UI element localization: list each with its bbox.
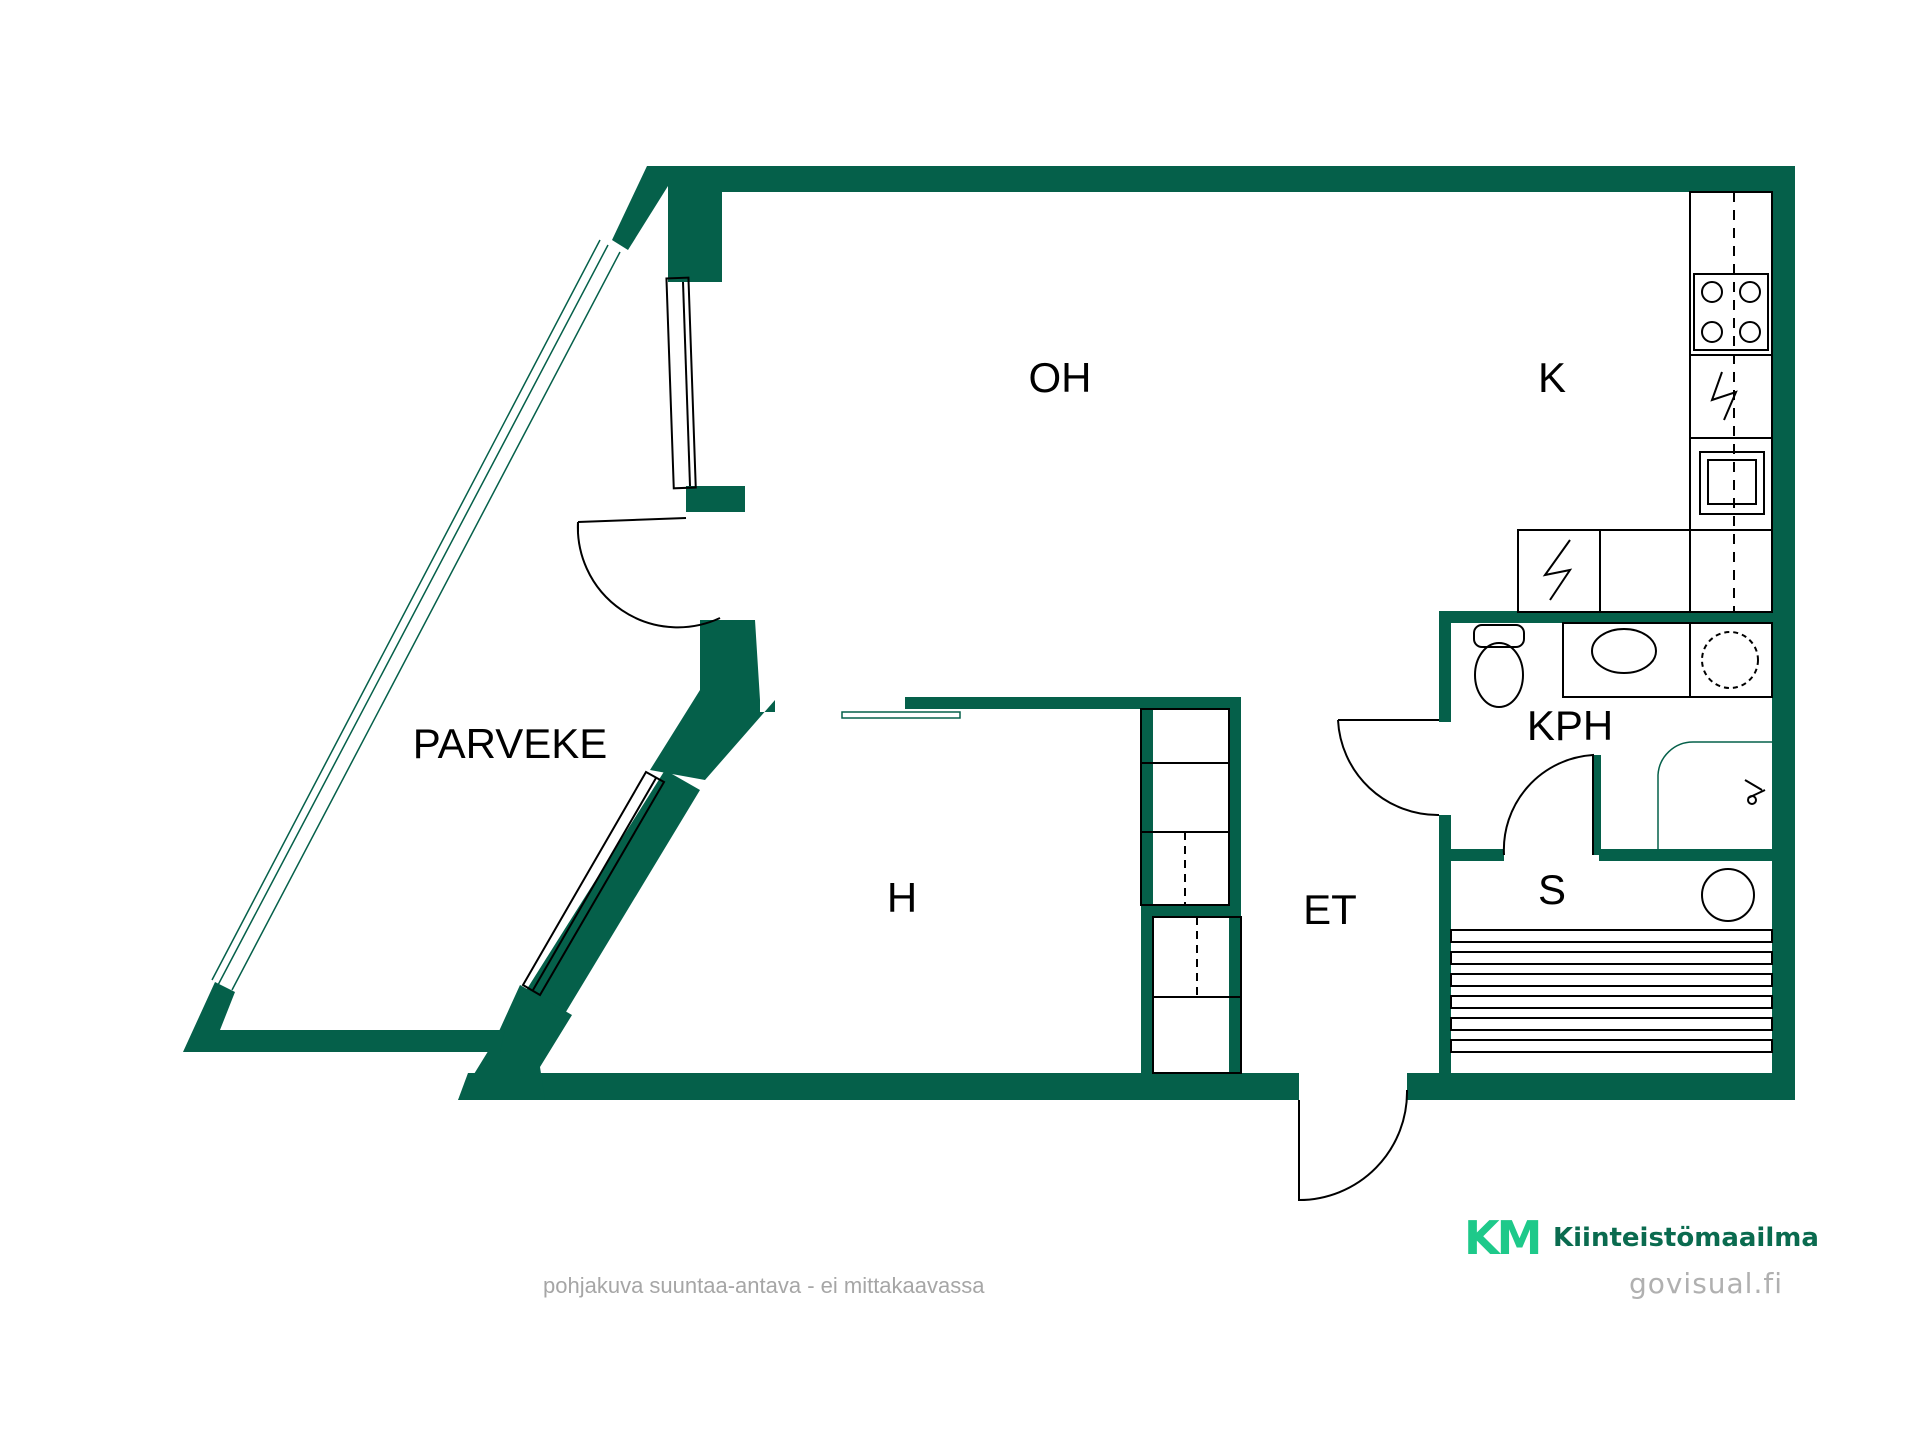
window-living-room-pane [682, 281, 691, 487]
fridge-lightning-icon [1542, 539, 1573, 601]
wall-corner-bottom [458, 985, 572, 1100]
exterior-walls [183, 166, 1795, 1100]
glazing-line-1 [217, 244, 609, 986]
room-label-h: H [887, 874, 917, 921]
balcony-wall-top [612, 166, 668, 250]
room-label-et: ET [1303, 886, 1357, 933]
bench-slat [1450, 929, 1773, 943]
wall-bedroom-right [1229, 697, 1241, 1073]
doors [576, 517, 1594, 1202]
door-bathroom [1337, 719, 1440, 817]
wall-bath-sauna-left [1439, 849, 1504, 861]
kitchen-sink-basin [1707, 459, 1757, 505]
door-sauna [1502, 753, 1594, 856]
stove [1693, 273, 1769, 351]
sauna-stove [1701, 868, 1755, 922]
wall-bottom-left [458, 1073, 1299, 1100]
room-labels: OH K PARVEKE KPH H ET S [413, 354, 1613, 933]
toilet-bowl [1474, 642, 1524, 708]
bench-slat [1450, 951, 1773, 965]
website-text: govisual.fi [1629, 1267, 1783, 1300]
bathroom [1473, 622, 1773, 850]
wall-top [647, 166, 1795, 192]
stove-burner-3 [1701, 321, 1723, 343]
washing-machine [1701, 631, 1759, 689]
bathroom-sink [1591, 628, 1657, 674]
room-label-s: S [1538, 866, 1566, 913]
kitchen-lower-counter [1517, 529, 1773, 613]
wall-left-block-low [650, 620, 775, 780]
wall-right [1772, 166, 1795, 1100]
wall-bath-sauna-right [1599, 849, 1772, 861]
sauna [1450, 868, 1773, 1053]
room-label-parveke: PARVEKE [413, 720, 608, 767]
stove-burner-4 [1739, 321, 1761, 343]
windows [521, 276, 697, 997]
wall-bedroom-top [905, 697, 1241, 709]
door-balcony [576, 517, 721, 629]
window-bedroom-pane [532, 777, 657, 991]
glazing-line-2 [231, 251, 621, 991]
wall-diagonal-lower [520, 770, 700, 1030]
wall-bottom-right [1407, 1073, 1795, 1100]
wall-wardrobe-mid [1141, 905, 1241, 917]
shower-drain [1747, 795, 1757, 805]
disclaimer-text: pohjakuva suuntaa-antava - ei mittakaava… [543, 1273, 985, 1298]
wall-bath-left-lower [1439, 815, 1451, 1073]
bench-slat [1450, 973, 1773, 987]
kitchen [1517, 191, 1773, 613]
interior-walls [905, 611, 1772, 1073]
door-entrance [1298, 1089, 1409, 1202]
wall-left-block-top [668, 186, 722, 282]
toilet-tank [1473, 624, 1525, 648]
logo-mark: KM [1464, 1211, 1539, 1265]
bench-slat [1450, 995, 1773, 1009]
kiinteistomaailma-logo: KM Kiinteistömaailma [1464, 1211, 1819, 1265]
wall-wardrobe-divider [1141, 697, 1153, 1073]
room-label-k: K [1538, 354, 1566, 401]
balcony-glazing [211, 239, 621, 991]
wall-shower-divider [1593, 755, 1601, 855]
bench-slat [1450, 1017, 1773, 1031]
shower-screen [1657, 741, 1772, 850]
kitchen-sink [1699, 451, 1765, 515]
logo-name: Kiinteistömaailma [1553, 1223, 1819, 1253]
wall-left-block-mid [686, 486, 745, 512]
appliance-lightning-icon [1710, 371, 1738, 421]
glazing-line-3 [211, 239, 601, 981]
room-label-kph: KPH [1527, 702, 1613, 749]
window-living-room [665, 276, 697, 490]
wall-bath-left-upper [1439, 611, 1451, 722]
stove-burner-2 [1739, 281, 1761, 303]
shower-head-icon [1744, 779, 1766, 799]
room-label-oh: OH [1029, 354, 1092, 401]
wall-bath-top [1439, 611, 1772, 623]
bathroom-counter [1562, 622, 1773, 698]
balcony-wall-bottom [183, 982, 505, 1052]
sliding-door-bedroom [841, 711, 961, 719]
wardrobes [1140, 708, 1242, 1074]
stove-burner-1 [1701, 281, 1723, 303]
window-bedroom [521, 770, 666, 997]
bench-slat [1450, 1039, 1773, 1053]
sauna-benches [1450, 929, 1773, 1053]
